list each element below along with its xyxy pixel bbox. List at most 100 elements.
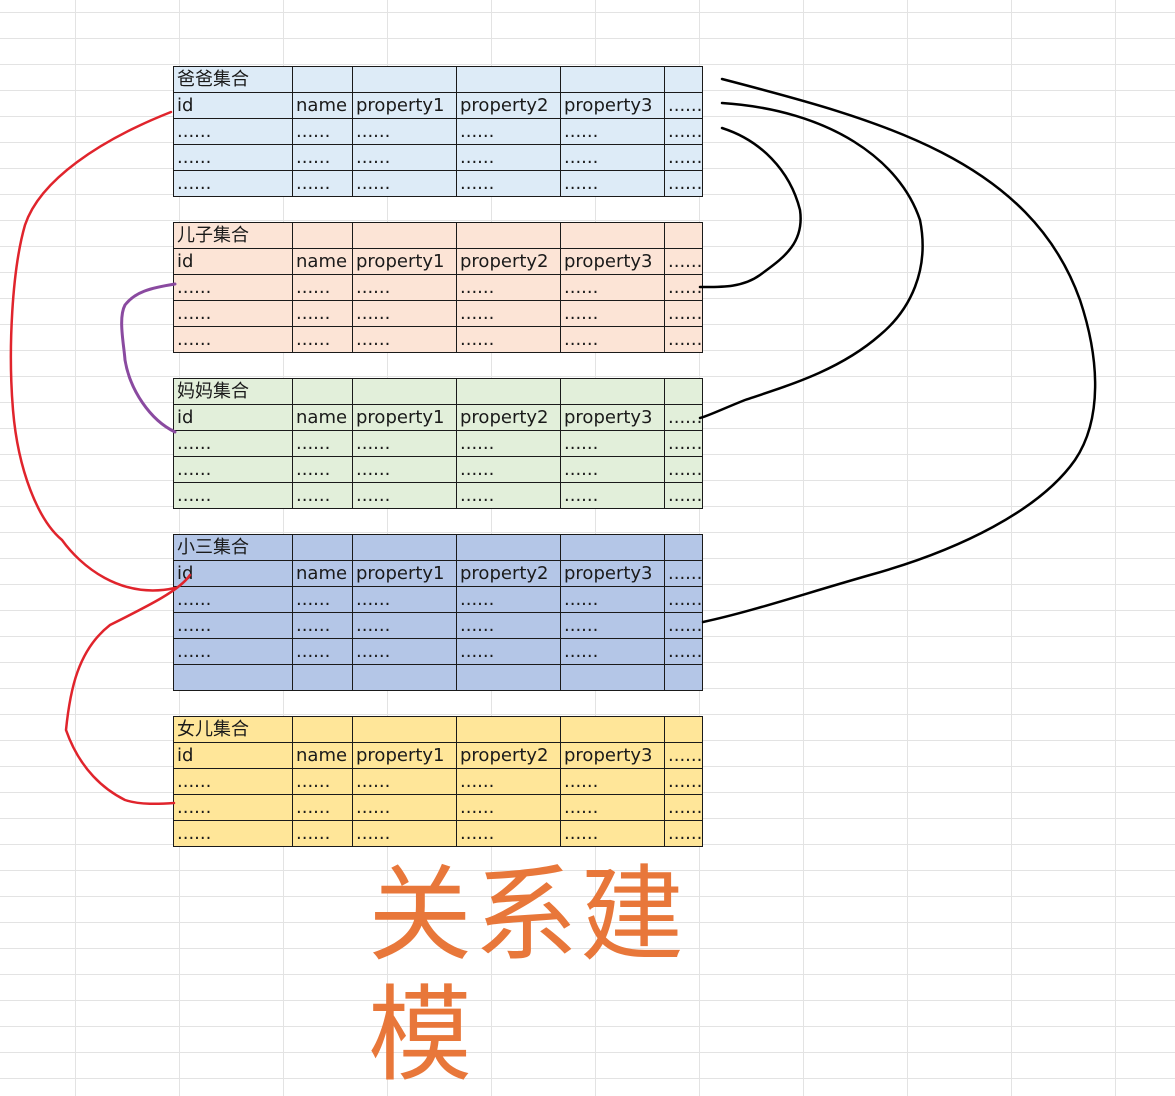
cell[interactable]: ...... (456, 170, 561, 197)
cell[interactable]: ...... (173, 586, 293, 613)
cell[interactable]: ...... (560, 326, 665, 353)
cell[interactable]: property3 (560, 404, 665, 431)
cell[interactable]: ...... (352, 430, 457, 457)
cell[interactable]: ...... (292, 794, 353, 821)
cell[interactable]: ...... (456, 482, 561, 509)
cell[interactable]: ...... (352, 144, 457, 171)
cell[interactable]: id (173, 560, 293, 587)
cell[interactable]: ...... (663, 144, 704, 171)
cell[interactable]: property3 (560, 742, 665, 769)
cell[interactable]: ...... (456, 612, 561, 639)
cell[interactable]: property1 (352, 92, 457, 119)
cell[interactable]: ...... (352, 612, 457, 639)
cell[interactable]: ...... (173, 274, 293, 301)
cell[interactable] (292, 378, 353, 405)
cell[interactable] (173, 664, 293, 691)
cell[interactable]: ...... (173, 794, 293, 821)
cell[interactable] (352, 716, 457, 743)
cell[interactable]: ...... (456, 638, 561, 665)
cell[interactable] (456, 664, 561, 691)
cell[interactable]: ...... (173, 326, 293, 353)
cell[interactable]: property2 (456, 404, 561, 431)
cell[interactable]: name (292, 742, 353, 769)
cell[interactable]: ...... (173, 820, 293, 847)
cell[interactable]: ...... (663, 794, 704, 821)
cell[interactable]: ...... (292, 144, 353, 171)
cell[interactable]: ...... (456, 300, 561, 327)
cell[interactable]: ...... (456, 456, 561, 483)
cell[interactable]: ...... (352, 326, 457, 353)
cell[interactable]: ...... (173, 118, 293, 145)
cell[interactable]: ...... (663, 92, 704, 119)
cell[interactable]: ...... (663, 326, 704, 353)
cell[interactable]: 儿子集合 (173, 222, 293, 249)
cell[interactable]: ...... (560, 300, 665, 327)
cell[interactable]: ...... (560, 170, 665, 197)
cell[interactable]: property2 (456, 560, 561, 587)
cell[interactable]: id (173, 248, 293, 275)
cell[interactable]: id (173, 404, 293, 431)
cell[interactable]: ...... (560, 482, 665, 509)
cell[interactable] (292, 716, 353, 743)
cell[interactable]: ...... (292, 820, 353, 847)
cell[interactable]: 妈妈集合 (173, 378, 293, 405)
cell[interactable] (560, 66, 665, 93)
cell[interactable] (456, 66, 561, 93)
cell[interactable]: ...... (292, 768, 353, 795)
cell[interactable] (456, 534, 561, 561)
cell[interactable]: ...... (292, 430, 353, 457)
cell[interactable]: ...... (456, 326, 561, 353)
cell[interactable]: ...... (352, 482, 457, 509)
cell[interactable]: ...... (560, 118, 665, 145)
cell[interactable]: property2 (456, 92, 561, 119)
cell[interactable]: ...... (292, 612, 353, 639)
cell[interactable]: ...... (663, 404, 704, 431)
cell[interactable]: ...... (560, 586, 665, 613)
cell[interactable] (292, 664, 353, 691)
cell[interactable] (352, 664, 457, 691)
cell[interactable]: ...... (560, 638, 665, 665)
cell[interactable]: ...... (456, 768, 561, 795)
cell[interactable]: 女儿集合 (173, 716, 293, 743)
cell[interactable]: ...... (456, 144, 561, 171)
cell[interactable]: ...... (663, 638, 704, 665)
cell[interactable]: ...... (560, 144, 665, 171)
cell[interactable]: ...... (352, 638, 457, 665)
cell[interactable] (292, 66, 353, 93)
cell[interactable]: ...... (663, 742, 704, 769)
cell[interactable]: ...... (560, 430, 665, 457)
cell[interactable]: ...... (456, 794, 561, 821)
cell[interactable]: ...... (292, 170, 353, 197)
cell[interactable] (456, 716, 561, 743)
cell[interactable]: ...... (173, 300, 293, 327)
cell[interactable]: property1 (352, 404, 457, 431)
cell[interactable]: ...... (352, 586, 457, 613)
cell[interactable]: ...... (663, 482, 704, 509)
cell[interactable] (663, 66, 704, 93)
cell[interactable] (560, 222, 665, 249)
cell[interactable]: ...... (292, 586, 353, 613)
cell[interactable]: 小三集合 (173, 534, 293, 561)
cell[interactable] (456, 222, 561, 249)
cell[interactable] (352, 534, 457, 561)
cell[interactable] (560, 664, 665, 691)
cell[interactable] (560, 534, 665, 561)
cell[interactable]: ...... (352, 300, 457, 327)
cell[interactable]: ...... (173, 456, 293, 483)
cell[interactable]: ...... (560, 794, 665, 821)
cell[interactable]: ...... (173, 482, 293, 509)
cell[interactable]: ...... (456, 586, 561, 613)
cell[interactable]: ...... (173, 430, 293, 457)
cell[interactable]: property3 (560, 560, 665, 587)
cell[interactable]: ...... (292, 300, 353, 327)
cell[interactable]: property3 (560, 92, 665, 119)
cell[interactable] (560, 378, 665, 405)
cell[interactable]: ...... (560, 612, 665, 639)
cell[interactable]: ...... (663, 586, 704, 613)
cell[interactable]: ...... (292, 326, 353, 353)
cell[interactable]: ...... (560, 456, 665, 483)
cell[interactable]: ...... (663, 612, 704, 639)
cell[interactable]: id (173, 742, 293, 769)
cell[interactable]: ...... (663, 300, 704, 327)
cell[interactable] (663, 534, 704, 561)
